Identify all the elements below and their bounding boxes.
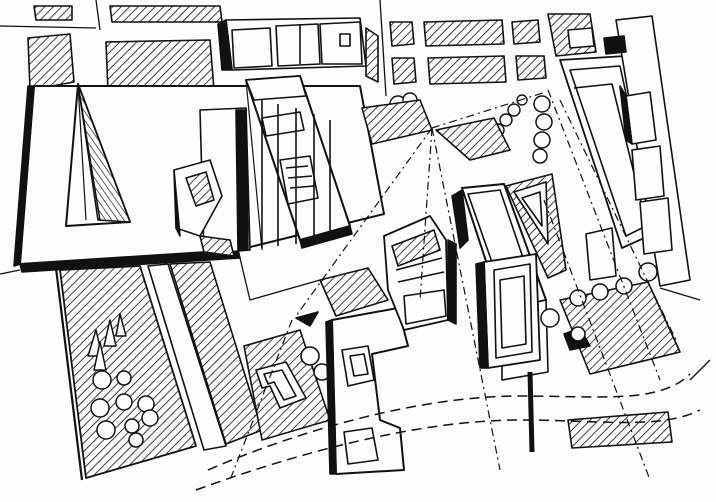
street-edges bbox=[0, 0, 711, 381]
multi-storey-building bbox=[199, 75, 353, 255]
right-edge-buildings bbox=[547, 13, 691, 287]
curved-path bbox=[195, 373, 701, 491]
tree-row-left bbox=[87, 313, 159, 448]
right-building-complex bbox=[451, 173, 567, 453]
hatched-block-top-right bbox=[389, 19, 547, 85]
small-lodge bbox=[173, 159, 235, 257]
hatched-building-mid bbox=[383, 215, 457, 331]
hatched-area-centre-top bbox=[361, 99, 511, 161]
building-cluster-top bbox=[217, 17, 379, 83]
hatched-street-strip-left bbox=[54, 261, 263, 481]
pyramid bbox=[65, 83, 131, 227]
sight-lines bbox=[229, 89, 677, 481]
ell-shaped-building-central bbox=[295, 267, 409, 475]
hatched-block-top-left bbox=[27, 5, 223, 93]
ell-shaped-building-small bbox=[243, 329, 331, 441]
tree-row-right bbox=[532, 95, 658, 342]
